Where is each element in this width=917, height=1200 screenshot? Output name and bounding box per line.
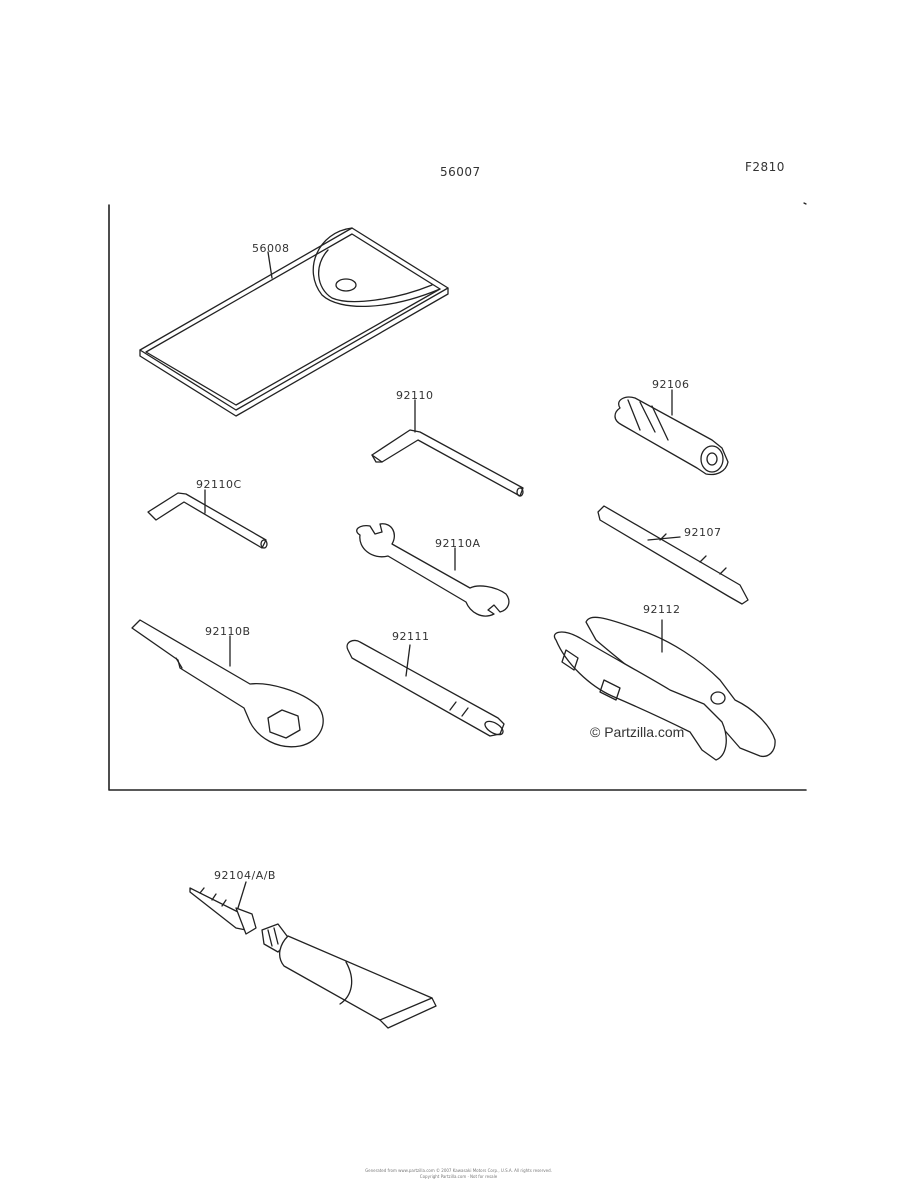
part-label-92106: 92106 [652, 378, 690, 391]
part-label-92110B: 92110B [205, 625, 251, 638]
part-label-92110C: 92110C [196, 478, 242, 491]
part-label-92112: 92112 [643, 603, 681, 616]
part-label-56008: 56008 [252, 242, 290, 255]
tool-pouch-drawing [139, 227, 449, 417]
hex-key-small-drawing [147, 489, 268, 549]
diagram-frame [108, 204, 807, 791]
part-label-92110A: 92110A [435, 537, 481, 550]
part-label-92111: 92111 [392, 630, 430, 643]
assembly-ref-label: 56007 [440, 165, 481, 179]
open-end-wrench-drawing [356, 523, 510, 617]
footer-copyright-line2: Copyright Partzilla.com · Not for resale [419, 1174, 498, 1179]
screwdriver-bit-drawing [597, 505, 749, 605]
part-label-92107: 92107 [684, 526, 722, 539]
socket-drawing [614, 389, 729, 476]
frame-corner-mark [803, 202, 807, 205]
figure-code-label: F2810 [745, 160, 785, 174]
hex-key-large-drawing [371, 399, 524, 497]
partzilla-watermark: © Partzilla.com [590, 724, 685, 740]
ring-spanner-drawing [131, 619, 324, 748]
part-label-92110: 92110 [396, 389, 434, 402]
part-label-92104: 92104/A/B [214, 869, 276, 882]
extension-bar-drawing [346, 639, 505, 737]
footer-copyright-line1: Generated from www.partzilla.com © 2007 … [365, 1168, 552, 1173]
valve-tool-and-tube-drawing [189, 881, 437, 1029]
pliers-drawing [553, 616, 776, 761]
